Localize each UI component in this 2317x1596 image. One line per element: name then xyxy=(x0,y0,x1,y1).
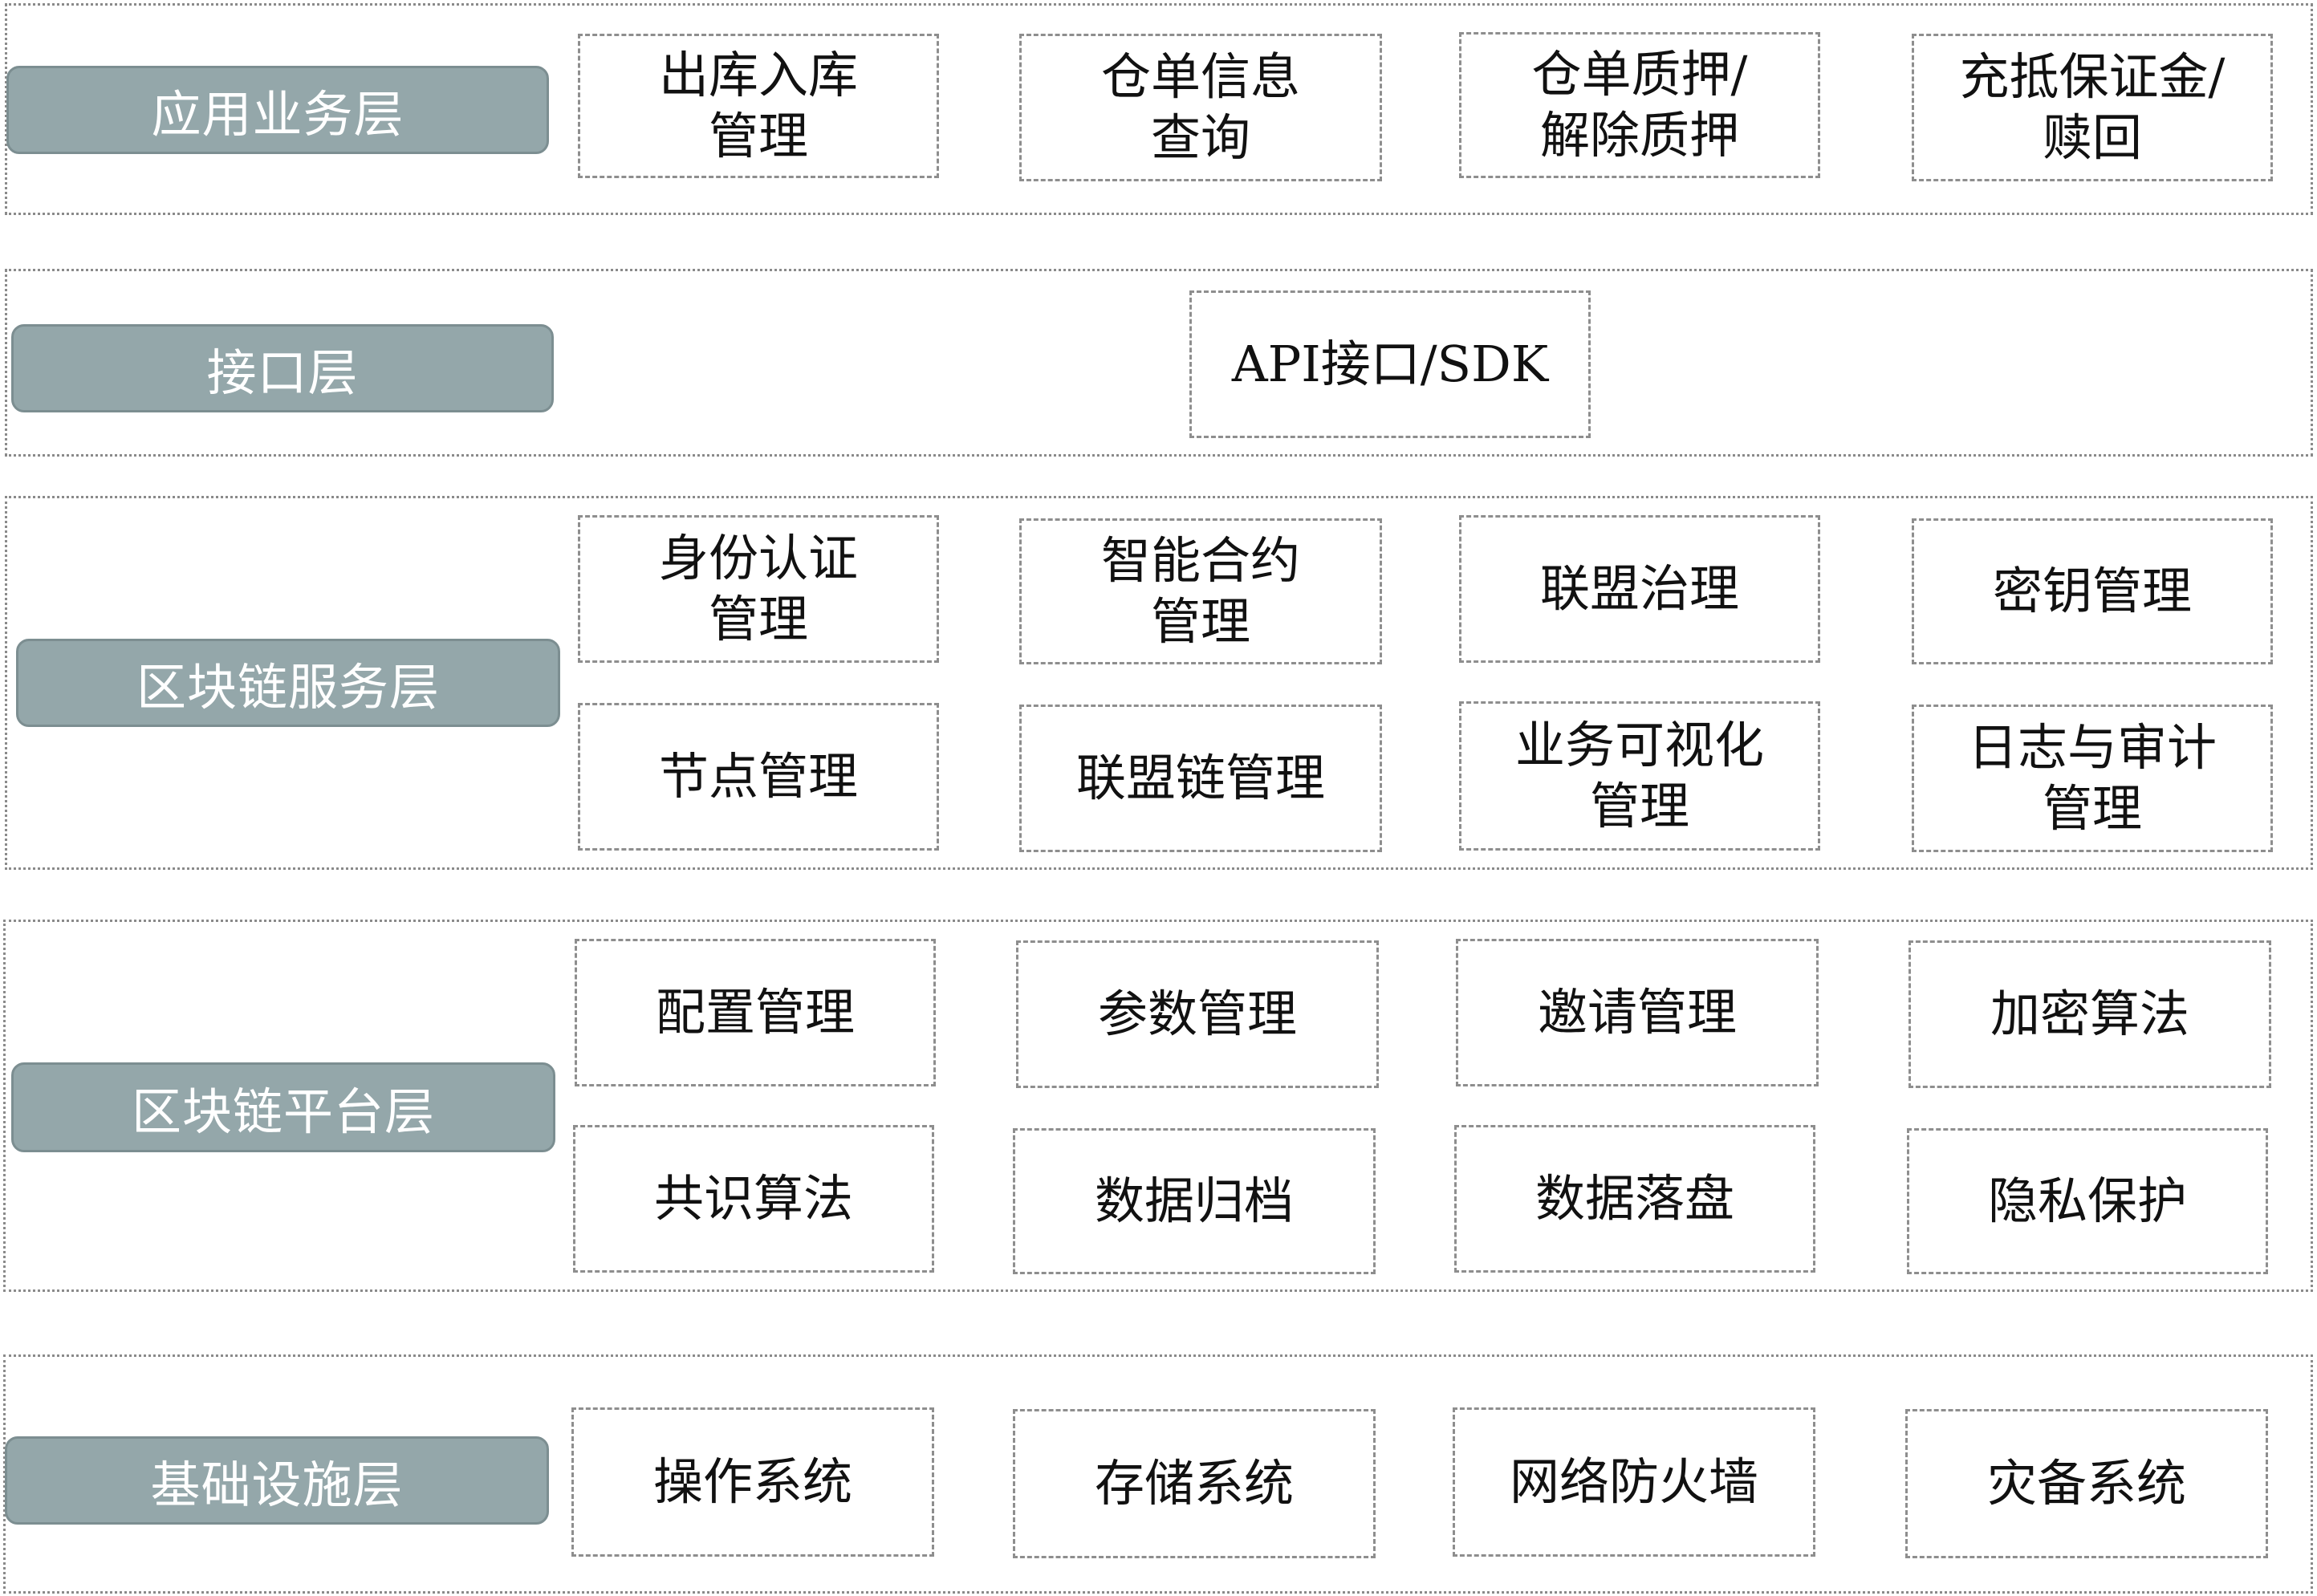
box-encryption-algorithm: 加密算法 xyxy=(1908,940,2271,1088)
box-disaster-recovery: 灾备系统 xyxy=(1905,1409,2268,1558)
layer-infrastructure xyxy=(3,1354,2313,1594)
box-config-management: 配置管理 xyxy=(575,939,936,1086)
layer-application xyxy=(5,3,2313,215)
box-business-visualization: 业务可视化 管理 xyxy=(1459,701,1820,851)
box-consensus-algorithm: 共识算法 xyxy=(573,1125,934,1273)
layer-interface xyxy=(5,269,2313,457)
layer-label-blockchain-platform: 区块链平台层 xyxy=(11,1062,555,1152)
box-invite-management: 邀请管理 xyxy=(1456,939,1819,1086)
layer-label-interface: 接口层 xyxy=(11,324,554,412)
box-log-audit: 日志与审计 管理 xyxy=(1912,705,2273,852)
box-network-firewall: 网络防火墙 xyxy=(1453,1407,1815,1557)
box-storage-system: 存储系统 xyxy=(1013,1409,1376,1558)
box-warehouse-in-out: 出库入库 管理 xyxy=(578,34,939,178)
box-consortium-chain: 联盟链管理 xyxy=(1019,705,1382,852)
box-node-management: 节点管理 xyxy=(578,703,939,851)
box-smart-contract: 智能合约 管理 xyxy=(1019,518,1382,664)
box-margin-redeem: 充抵保证金/ 赎回 xyxy=(1912,34,2273,181)
layer-blockchain-platform xyxy=(3,920,2313,1292)
layer-blockchain-service xyxy=(5,496,2313,870)
box-receipt-query: 仓单信息 查询 xyxy=(1019,34,1382,181)
box-pledge-release: 仓单质押/ 解除质押 xyxy=(1459,32,1820,178)
box-data-persist: 数据落盘 xyxy=(1454,1125,1815,1273)
box-operating-system: 操作系统 xyxy=(571,1407,934,1557)
box-alliance-governance: 联盟治理 xyxy=(1459,515,1820,663)
box-identity-auth: 身份认证 管理 xyxy=(578,515,939,663)
layer-label-blockchain-service: 区块链服务层 xyxy=(16,639,560,727)
layer-label-application: 应用业务层 xyxy=(6,66,549,154)
box-data-archive: 数据归档 xyxy=(1013,1128,1376,1274)
layer-label-infrastructure: 基础设施层 xyxy=(5,1436,549,1525)
box-api-sdk: API接口/SDK xyxy=(1189,290,1591,438)
box-param-management: 参数管理 xyxy=(1016,940,1379,1088)
box-key-management: 密钥管理 xyxy=(1912,518,2273,664)
box-privacy-protection: 隐私保护 xyxy=(1907,1128,2268,1274)
